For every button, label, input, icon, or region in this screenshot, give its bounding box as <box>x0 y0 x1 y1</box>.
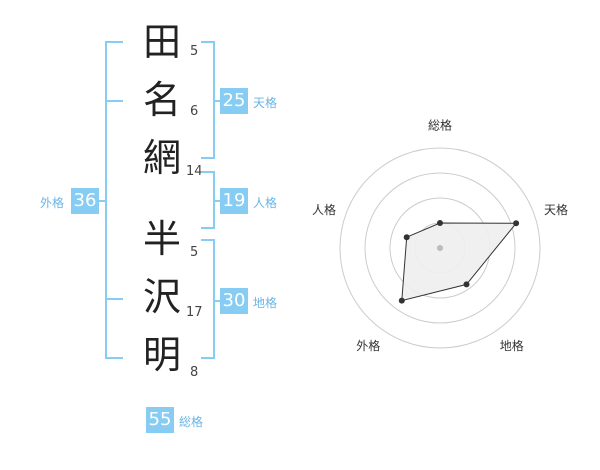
gaikaku-bracket-vertical <box>105 41 107 359</box>
given-char-1: 半 <box>142 217 181 261</box>
jinkaku-bracket-bottom <box>201 227 215 229</box>
surname-char-1: 田 <box>142 20 181 64</box>
gaikaku-value: 36 <box>71 188 99 214</box>
tenkaku-label: 天格 <box>253 96 278 110</box>
surname-strokes-3: 14 <box>186 164 203 179</box>
radar-center-dot <box>437 245 443 251</box>
radar-ring-4 <box>339 147 541 349</box>
tenkaku-bracket-top <box>201 41 215 43</box>
radar-axis-label-3: 地格 <box>500 338 524 353</box>
chikaku-connector <box>213 300 221 302</box>
radar-point-3 <box>463 281 470 288</box>
jinkaku-value: 19 <box>220 188 248 214</box>
surname-strokes-1: 5 <box>190 44 199 59</box>
gaikaku-label: 外格 <box>40 196 65 210</box>
given-strokes-1: 5 <box>190 245 199 260</box>
gaikaku-bracket-bottom <box>105 357 123 359</box>
chikaku-bracket-bottom <box>201 357 215 359</box>
tenkaku-bracket-bottom <box>201 157 215 159</box>
radar-point-5 <box>403 234 410 241</box>
tenkaku-connector <box>213 100 221 102</box>
given-char-3: 明 <box>142 333 181 377</box>
chikaku-value: 30 <box>220 288 248 314</box>
chikaku-bracket-top <box>201 239 215 241</box>
tenkaku-value: 25 <box>220 88 248 114</box>
chikaku-bracket-vertical <box>213 239 215 359</box>
jinkaku-bracket-top <box>201 171 215 173</box>
radar-ring-3 <box>364 172 516 324</box>
radar-axis-label-1: 総格 <box>428 118 452 133</box>
gaikaku-bracket-tick-2 <box>105 298 123 300</box>
surname-char-3: 網 <box>142 136 181 180</box>
radar-point-4 <box>398 297 405 304</box>
radar-point-2 <box>513 220 520 227</box>
radar-point-1 <box>437 220 443 226</box>
surname-char-2: 名 <box>142 78 181 122</box>
given-strokes-3: 8 <box>190 365 199 380</box>
soukaku-label: 総格 <box>179 415 204 429</box>
jinkaku-connector <box>213 200 221 202</box>
radar-series-polygon <box>401 222 518 302</box>
surname-strokes-2: 6 <box>190 104 199 119</box>
gaikaku-bracket-tick-1 <box>105 100 123 102</box>
given-char-2: 沢 <box>142 275 181 319</box>
chikaku-label: 地格 <box>253 296 278 310</box>
gaikaku-bracket-top <box>105 41 123 43</box>
radar-axis-label-4: 外格 <box>356 338 380 353</box>
given-strokes-2: 17 <box>186 305 203 320</box>
jinkaku-label: 人格 <box>253 196 278 210</box>
gaikaku-connector <box>98 200 106 202</box>
radar-axis-label-2: 天格 <box>544 202 568 217</box>
soukaku-value: 55 <box>146 407 174 433</box>
radar-axis-label-5: 人格 <box>312 202 336 217</box>
